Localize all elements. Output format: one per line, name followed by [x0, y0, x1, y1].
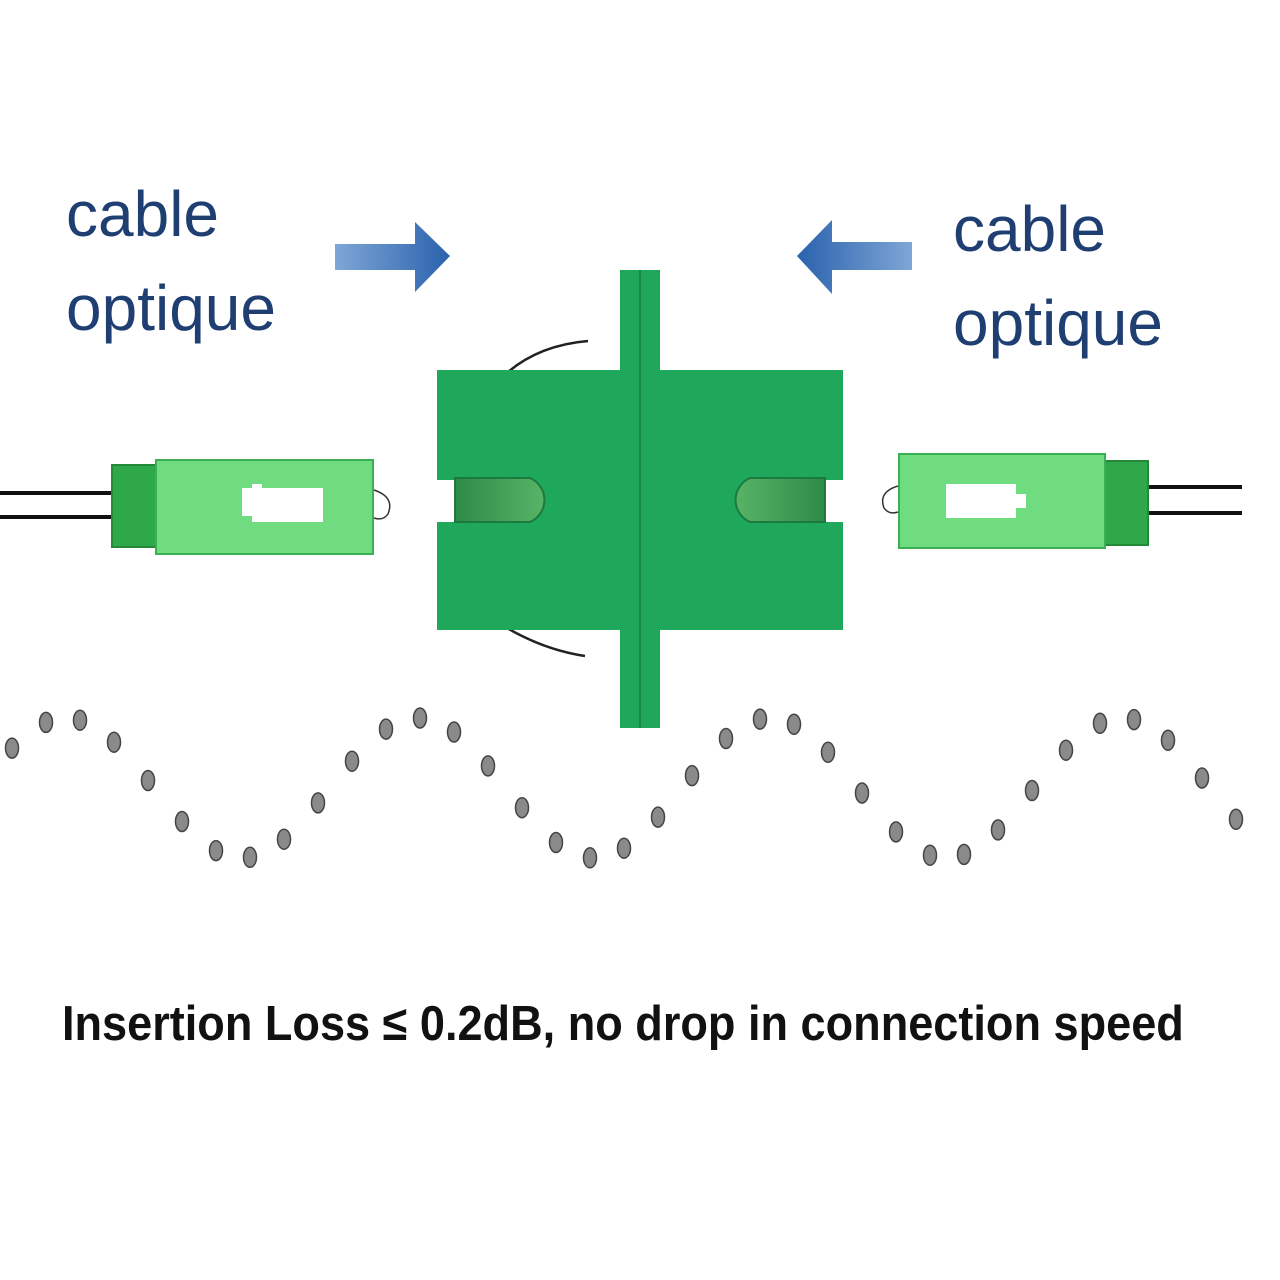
- wave-dot: [310, 792, 326, 814]
- wave-dot: [582, 847, 598, 869]
- wave-dot: [1024, 779, 1040, 802]
- wave-dot: [1126, 708, 1142, 731]
- wave-dot: [1194, 767, 1210, 789]
- wave-dot: [446, 721, 462, 743]
- wave-dot: [718, 727, 734, 750]
- right-fiber-cable: [1146, 485, 1242, 515]
- wave-dot: [956, 843, 972, 866]
- wave-dot: [4, 737, 20, 759]
- wave-dot: [1058, 739, 1074, 761]
- sc-connector-right: [881, 453, 1149, 549]
- wave-dot: [480, 755, 496, 777]
- signal-wave: [4, 707, 1244, 869]
- wave-dot: [38, 711, 54, 734]
- wave-dot: [888, 821, 904, 843]
- wave-dot: [684, 764, 700, 787]
- wave-dot: [1160, 729, 1176, 752]
- wave-dot: [72, 709, 88, 731]
- left-label-line1: cable: [66, 178, 219, 250]
- wave-dot: [140, 769, 156, 792]
- wave-dot: [922, 844, 938, 866]
- right-label-line1: cable: [953, 193, 1106, 265]
- right-label-line2: optique: [953, 287, 1163, 359]
- left-label-line2: optique: [66, 272, 276, 344]
- sc-connector-left: [111, 459, 391, 555]
- wave-dot: [1228, 808, 1244, 831]
- wave-dot: [378, 718, 394, 740]
- wave-dot: [820, 741, 836, 764]
- wave-dot: [514, 796, 530, 819]
- wave-dot: [548, 831, 564, 854]
- left-cable-label: cable optique: [66, 182, 276, 340]
- wave-dot: [854, 782, 870, 804]
- wave-dot: [616, 837, 632, 859]
- left-fiber-cable: [0, 491, 112, 519]
- wave-dot: [786, 713, 802, 736]
- wave-dot: [174, 810, 190, 833]
- sc-adapter: [437, 270, 843, 728]
- wave-dot: [752, 708, 768, 730]
- wave-dot: [276, 828, 292, 850]
- wave-dot: [208, 839, 224, 862]
- wave-dot: [412, 707, 428, 729]
- wave-dot: [106, 731, 122, 753]
- right-cable-label: cable optique: [953, 197, 1163, 355]
- wave-dot: [242, 846, 258, 869]
- wave-dot: [344, 750, 360, 772]
- arrow-right-icon: [335, 222, 450, 292]
- arrow-left-icon: [797, 220, 912, 294]
- wave-dot: [990, 819, 1006, 841]
- wave-dot: [650, 806, 666, 828]
- wave-dot: [1092, 712, 1108, 735]
- insertion-loss-caption: Insertion Loss ≤ 0.2dB, no drop in conne…: [62, 997, 1184, 1051]
